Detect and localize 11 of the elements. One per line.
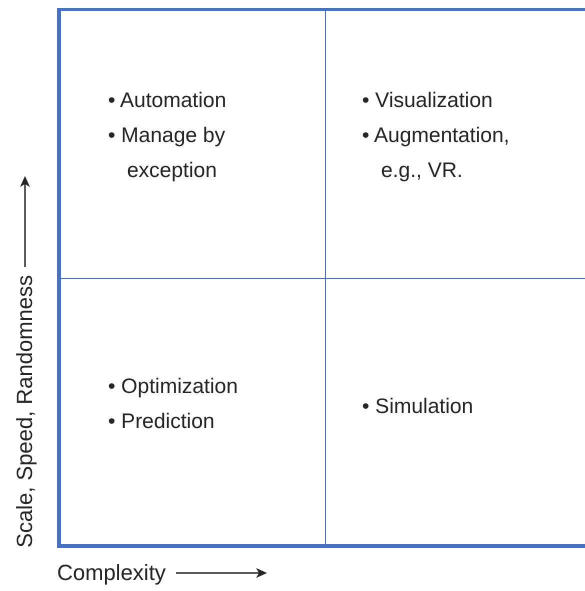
bullet-item: • Automation	[108, 88, 228, 114]
axis-label: Scale, Speed, Randomness	[12, 275, 38, 548]
axis-label: Complexity	[57, 560, 166, 586]
bullet-item: • Prediction	[108, 409, 216, 435]
bullet-item: • Manage by exception	[108, 123, 226, 184]
quadrant-cell	[57, 8, 326, 279]
quadrant-cell	[57, 278, 326, 548]
bullet-item: • Simulation	[362, 394, 474, 420]
bullet-item: • Augmentation, e.g., VR.	[362, 123, 510, 184]
bullet-item: • Optimization	[108, 374, 239, 400]
bullet-item: • Visualization	[362, 88, 494, 114]
